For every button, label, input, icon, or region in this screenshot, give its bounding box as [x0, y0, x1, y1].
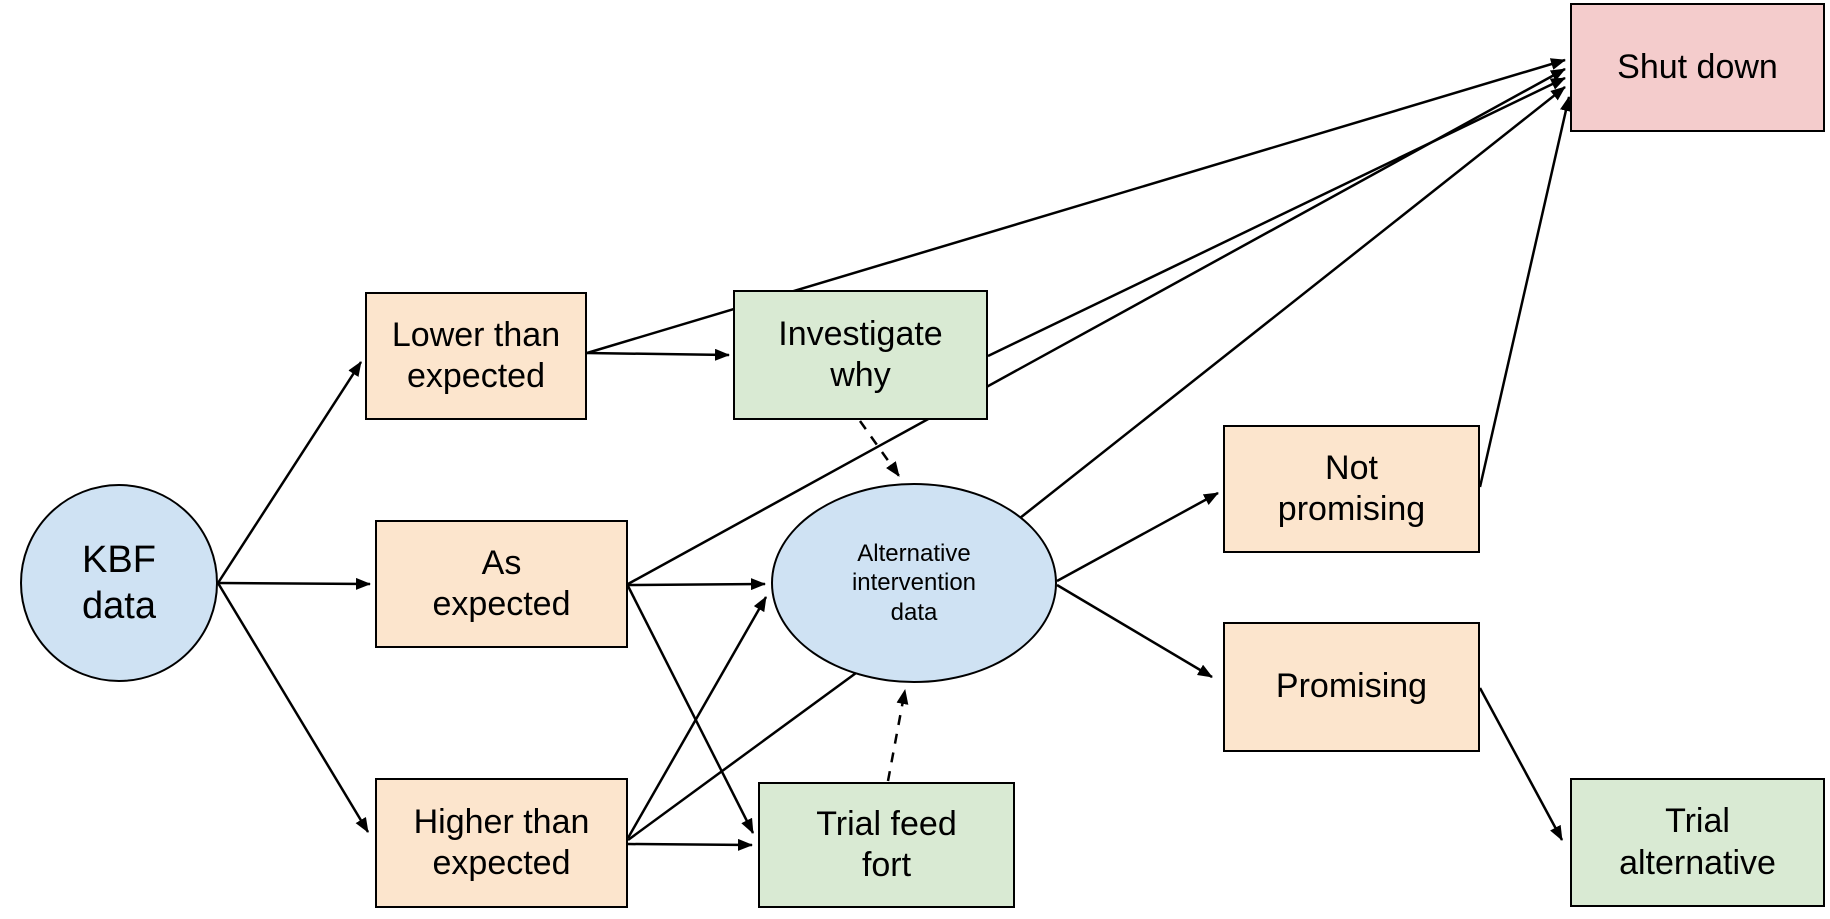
edge-higher-trialfeed: [627, 838, 753, 851]
node-lower-than-expected: Lower than expected: [365, 292, 587, 420]
edge-as-trialfeed: [626, 585, 755, 834]
edge-kbf-higher: [216, 582, 370, 833]
edge-kbf-lower: [216, 361, 363, 584]
node-as-expected: As expected: [375, 520, 628, 648]
edge-investigate-ellipse-dashed: [858, 420, 901, 477]
edge-ellipse-notpromising: [1056, 491, 1219, 583]
edge-higher-ellipse-bottom: [627, 671, 857, 842]
edge-ellipse-shutdown: [1019, 86, 1566, 519]
node-higher-than-expected: Higher than expected: [375, 778, 628, 908]
edge-promising-trialalt: [1478, 687, 1564, 841]
node-not-promising: Not promising: [1223, 425, 1480, 553]
edge-trialfeed-ellipse-dashed: [886, 689, 909, 782]
edge-ellipse-promising: [1056, 583, 1213, 679]
node-promising: Promising: [1223, 622, 1480, 752]
edge-as-shutdown: [627, 67, 1566, 586]
node-shut-down: Shut down: [1570, 3, 1825, 132]
node-investigate-why: Investigate why: [733, 290, 988, 420]
edge-kbf-as: [217, 577, 371, 590]
edge-lower-investigate: [586, 348, 730, 361]
node-trial-alternative: Trial alternative: [1570, 778, 1825, 907]
node-trial-feed-fort: Trial feed fort: [758, 782, 1015, 908]
edge-investigate-shutdown: [987, 76, 1566, 358]
edge-as-ellipse: [627, 578, 766, 591]
edge-higher-ellipse-tip: [626, 596, 768, 839]
node-kbf-data: KBF data: [20, 484, 218, 682]
edge-notpromising-shutdown: [1478, 96, 1572, 488]
node-alternative-intervention-data: Alternative intervention data: [771, 483, 1057, 683]
